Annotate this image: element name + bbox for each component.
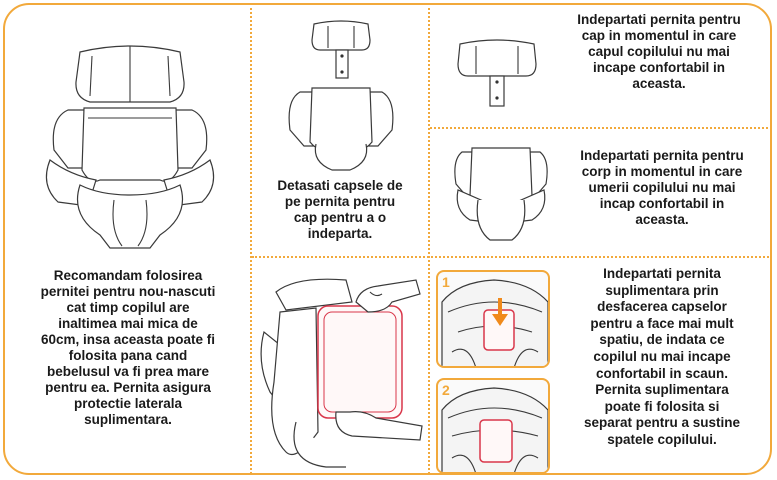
body-pad-text: Indepartati pernita pentru corp in momen…: [580, 148, 744, 227]
detach-text: Detasati capsele de pe pernita pentru ca…: [277, 178, 403, 241]
recommend-text: Recomandam folosirea pernitei pentru nou…: [40, 268, 216, 427]
step-1-image: 1: [436, 270, 550, 368]
divider-horizontal-middle: [252, 256, 772, 258]
detach-cushion-illustration: [288, 20, 394, 171]
divider-vertical-left: [250, 8, 252, 474]
step-1-number: 1: [442, 274, 450, 290]
head-pad-text: Indepartati pernita pentru cap in moment…: [577, 12, 741, 91]
full-cushion-illustration: [45, 45, 215, 249]
body-pad-illustration: [454, 147, 548, 241]
instruction-frame: [3, 3, 772, 475]
step-2-number: 2: [442, 382, 450, 398]
divider-vertical-right: [428, 8, 430, 474]
step-2-image: 2: [436, 378, 550, 474]
remove-cushion-illustration: [260, 278, 423, 468]
head-pad-illustration: [457, 39, 537, 107]
divider-horizontal-right: [430, 127, 772, 129]
extra-pad-text: Indepartati pernita suplimentara prin de…: [583, 266, 741, 447]
